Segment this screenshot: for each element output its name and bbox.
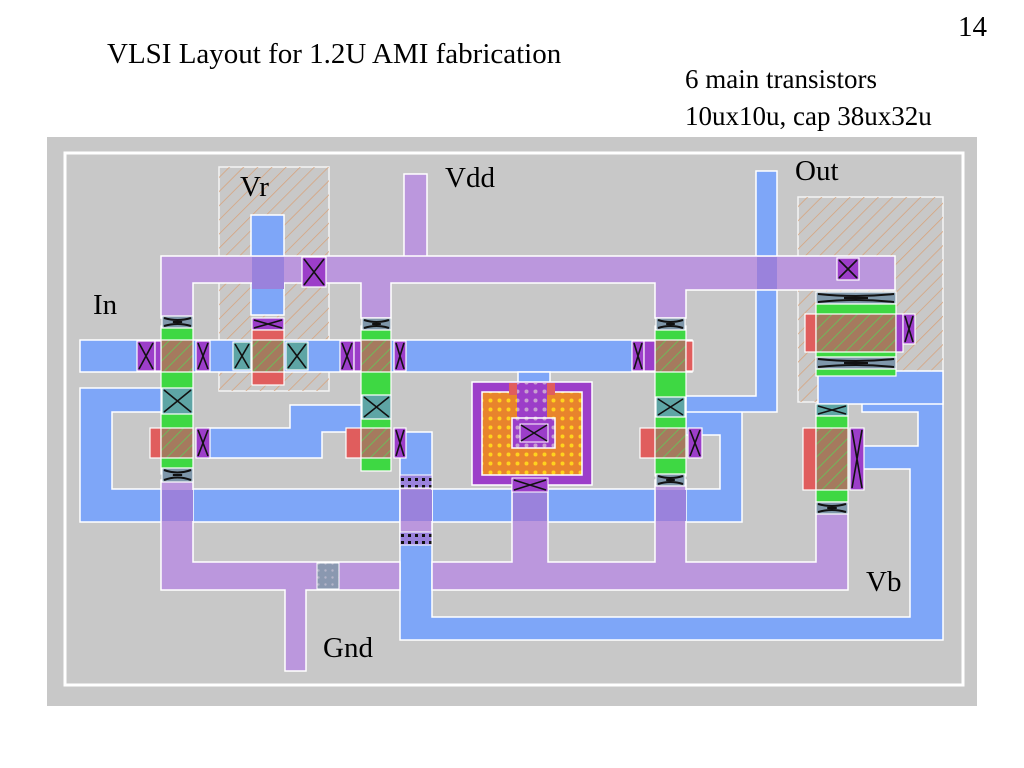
via-dotted-bottom [399, 531, 433, 546]
devices-layer [136, 256, 916, 515]
contact-vb-top-mark [817, 405, 847, 415]
metal2-vb-loop [399, 401, 944, 641]
contact-col3-bottom-mark [657, 475, 684, 485]
transistor-col3-bottom [654, 427, 687, 459]
via-left-in-pad [154, 340, 162, 372]
via-col2-left-pad [353, 340, 362, 372]
substrate-contact [316, 562, 340, 590]
transistor-vb [815, 427, 849, 491]
cap-contact-region [517, 383, 547, 418]
via-col2-right-mark [395, 342, 405, 370]
via-left-in-right-mark [197, 342, 209, 370]
contact-out-top-mark [817, 293, 895, 303]
via-col3-bottom-mark [689, 429, 701, 457]
label-out: Out [795, 155, 839, 187]
transistor-col3-top [654, 339, 687, 373]
cell-boundary [63, 151, 965, 687]
via-col3-left-mark [633, 342, 643, 370]
metal1-gnd-left [160, 479, 401, 672]
via-out-rail-mark [838, 259, 858, 279]
via-left-in-mark [138, 342, 154, 370]
transistor-out [815, 313, 897, 353]
page-number: 14 [958, 11, 987, 43]
poly-out [804, 313, 817, 353]
capacitor [471, 381, 593, 493]
contact-col3-mid-mark [657, 398, 684, 416]
via-col3-left-pad [643, 340, 656, 372]
contact-col3-top-mark [657, 319, 684, 329]
poly-col3-right [685, 340, 694, 372]
via-out-pad [895, 313, 904, 353]
transistor-left-top [160, 339, 194, 373]
contact-col2-mid-mark [363, 396, 390, 418]
via-vr-top-mark [253, 319, 283, 329]
label-vr: Vr [240, 171, 269, 203]
poly-col3 [639, 427, 656, 459]
poly-vb [802, 427, 817, 491]
via-vdd-rail-mark [303, 258, 325, 286]
contact-vr-left-mark [234, 343, 250, 369]
contact-left-bottom-mark [163, 469, 192, 481]
contact-col2-top-mark [363, 319, 390, 329]
metal-overlaps [162, 257, 777, 521]
via-col2-left-mark [341, 342, 353, 370]
via-dotted-top [399, 474, 433, 489]
note-transistors: 6 main transistors [685, 64, 877, 94]
label-vb: Vb [866, 566, 901, 598]
transistor-col2-top [360, 339, 392, 373]
via-col2-bottom-mark [395, 429, 405, 457]
transistor-col2-bottom [360, 427, 392, 459]
transistor-vr [251, 339, 285, 373]
contact-left-top-mark [163, 317, 192, 327]
contact-vr-right-mark [287, 343, 307, 369]
contact-vb-bottom-mark [817, 503, 847, 513]
poly-col2 [345, 427, 362, 459]
label-vdd: Vdd [445, 162, 495, 194]
label-in: In [93, 289, 118, 321]
metal1-vdd-rail [160, 255, 896, 319]
slide-title: VLSI Layout for 1.2U AMI fabrication [107, 38, 562, 70]
via-out-mark [904, 315, 914, 343]
poly-left-bottom [149, 427, 162, 459]
note-dimensions: 10ux10u, cap 38ux32u [685, 101, 932, 131]
via-vb-mark [851, 429, 863, 489]
label-gnd: Gnd [323, 632, 373, 664]
contact-out-bottom-mark [817, 358, 895, 368]
via-left-bottom-mark [197, 429, 209, 457]
metal1-vdd-stub [403, 173, 428, 258]
transistor-left-bottom [160, 427, 194, 459]
contact-left-mid-mark [163, 389, 192, 413]
